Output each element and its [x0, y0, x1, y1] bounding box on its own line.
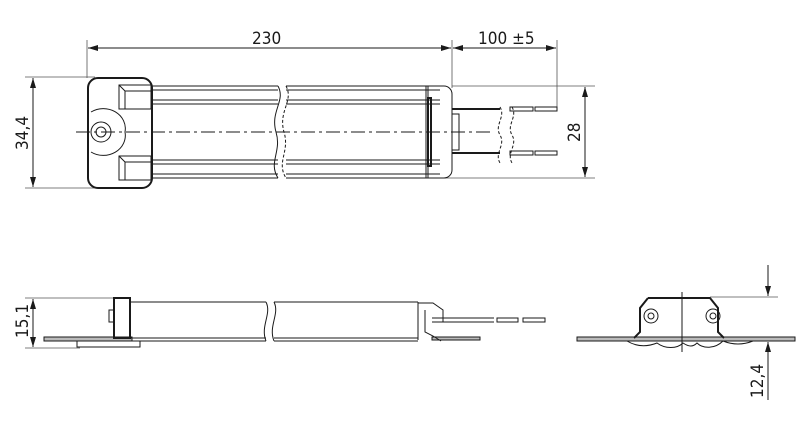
dimension-230-label: 230 [252, 29, 281, 49]
top-view: 230 100 ±5 34,4 28 [13, 29, 595, 189]
mounting-plate-end [576, 336, 796, 342]
wires [452, 106, 558, 164]
dimension-34-4-label: 34,4 [13, 116, 33, 150]
dimension-100-label: 100 ±5 [478, 29, 535, 49]
screw [705, 308, 721, 324]
side-view: 15,1 [13, 297, 546, 349]
dimension-15-1-label: 15,1 [13, 304, 33, 338]
end-view: 12,4 [576, 265, 796, 400]
dimension-28-label: 28 [565, 123, 585, 142]
screw [643, 308, 659, 324]
dimension-12-4-label: 12,4 [748, 364, 768, 398]
